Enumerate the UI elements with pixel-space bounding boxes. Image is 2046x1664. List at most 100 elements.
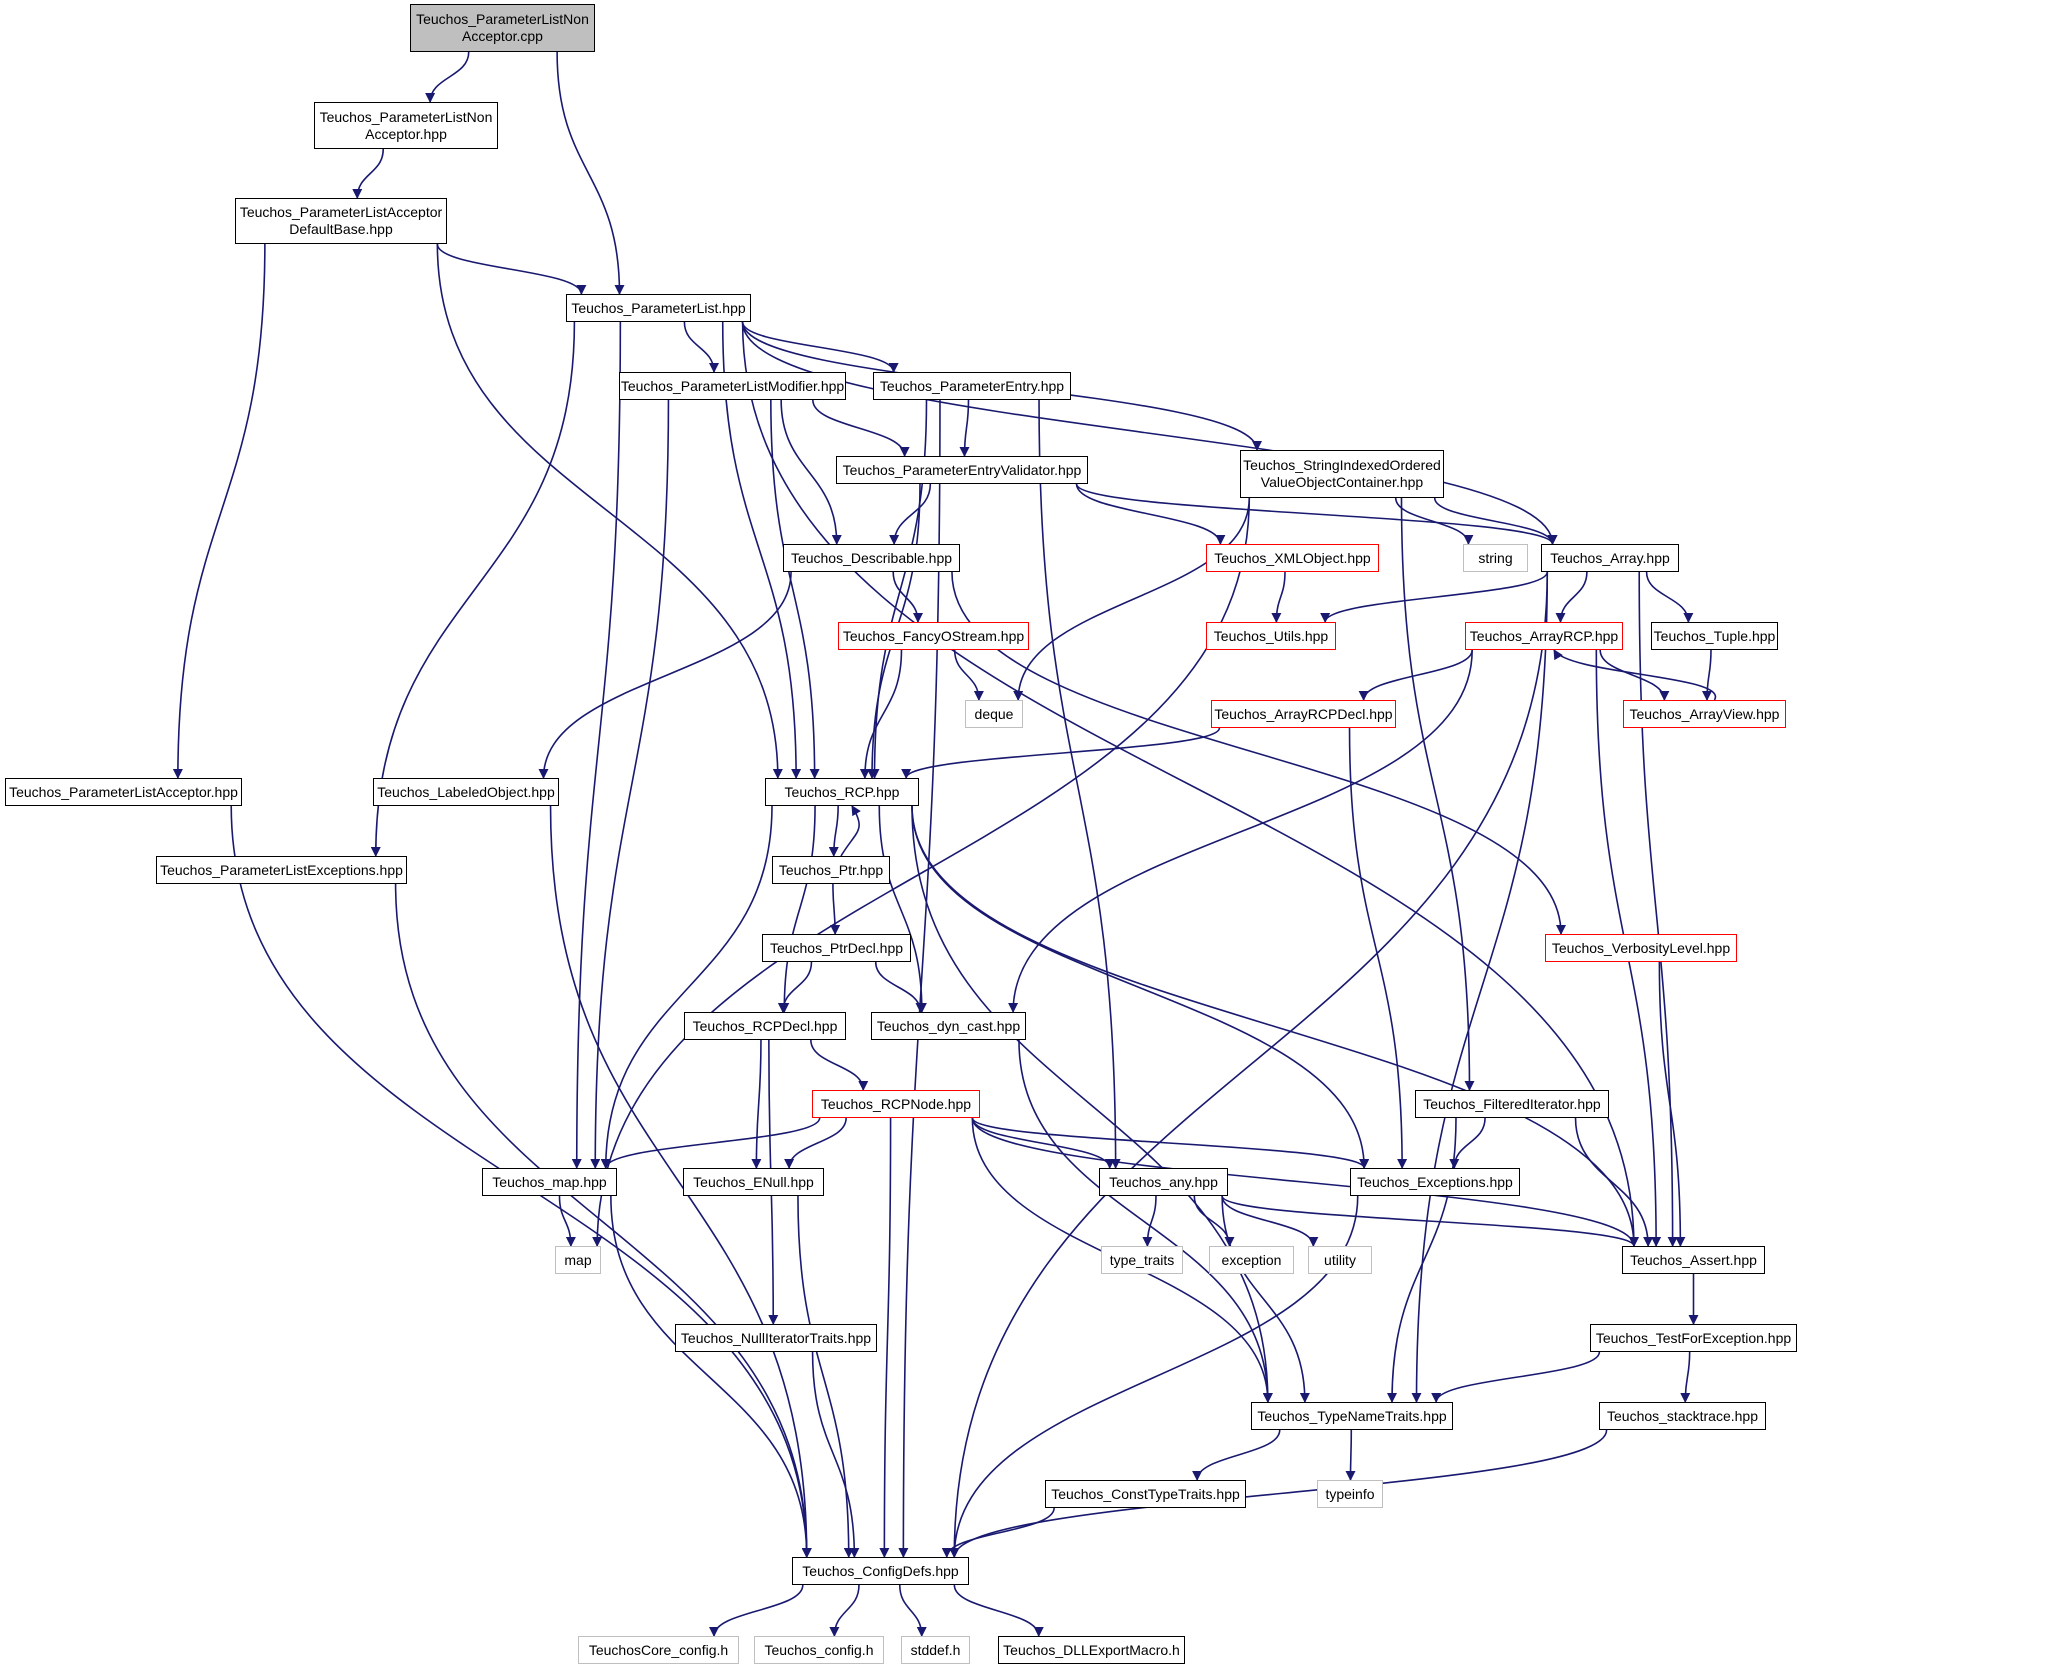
edge-pl-to-tmap bbox=[571, 321, 622, 1169]
node-nit[interactable]: Teuchos_NullIteratorTraits.hpp bbox=[675, 1324, 877, 1352]
edge-rcpn-to-exc bbox=[971, 1117, 1370, 1169]
edge-dync-to-tnt bbox=[1018, 1039, 1273, 1403]
node-plm[interactable]: Teuchos_ParameterListModifier.hpp bbox=[619, 372, 846, 400]
node-lo[interactable]: Teuchos_LabeledObject.hpp bbox=[373, 778, 559, 806]
edge-pe-to-cfg bbox=[898, 399, 941, 1558]
node-array[interactable]: Teuchos_Array.hpp bbox=[1541, 544, 1679, 572]
node-string: string bbox=[1463, 544, 1528, 572]
node-root[interactable]: Teuchos_ParameterListNon Acceptor.cpp bbox=[410, 4, 595, 52]
edge-siovoc-to-deque bbox=[1013, 497, 1251, 701]
edge-ptr-to-rcp bbox=[840, 805, 861, 857]
edge-pl-to-assert bbox=[741, 321, 1639, 1247]
edge-desc-to-lo bbox=[538, 571, 792, 779]
node-pe[interactable]: Teuchos_ParameterEntry.hpp bbox=[873, 372, 1071, 400]
node-dll[interactable]: Teuchos_DLLExportMacro.h bbox=[998, 1636, 1185, 1664]
edge-pladb-to-pl bbox=[436, 243, 587, 295]
node-assert[interactable]: Teuchos_Assert.hpp bbox=[1622, 1246, 1765, 1274]
edge-tnt-to-typeinfo bbox=[1345, 1429, 1356, 1481]
edge-arcpd-to-exc bbox=[1348, 727, 1408, 1169]
edge-pl-to-pe bbox=[741, 321, 899, 373]
node-plnah[interactable]: Teuchos_ParameterListNon Acceptor.hpp bbox=[314, 102, 498, 149]
edge-ptr-to-ptrd bbox=[830, 883, 841, 935]
edge-lo-to-cfg bbox=[549, 805, 812, 1558]
node-any[interactable]: Teuchos_any.hpp bbox=[1099, 1168, 1228, 1196]
node-rcpd[interactable]: Teuchos_RCPDecl.hpp bbox=[684, 1012, 846, 1040]
node-utils[interactable]: Teuchos_Utils.hpp bbox=[1206, 622, 1336, 650]
node-vl[interactable]: Teuchos_VerbosityLevel.hpp bbox=[1545, 934, 1737, 962]
edge-siovoc-to-fi bbox=[1400, 497, 1475, 1091]
node-rcp[interactable]: Teuchos_RCP.hpp bbox=[765, 778, 919, 806]
node-ptrd[interactable]: Teuchos_PtrDecl.hpp bbox=[762, 934, 911, 962]
edge-ptrd-to-rcpd bbox=[777, 961, 813, 1013]
edge-array-to-tuple bbox=[1645, 571, 1694, 623]
edge-tuple-to-aview bbox=[1702, 649, 1713, 701]
edge-stack-to-cfg bbox=[949, 1429, 1608, 1558]
edge-rcp-to-tmap bbox=[600, 805, 773, 1169]
node-xml[interactable]: Teuchos_XMLObject.hpp bbox=[1206, 544, 1379, 572]
edge-fos-to-rcp bbox=[859, 649, 903, 779]
edge-fos-to-deque bbox=[953, 649, 984, 701]
edge-plm-to-pev bbox=[812, 399, 910, 457]
node-utility: utility bbox=[1308, 1246, 1372, 1274]
edge-any-to-assert bbox=[1221, 1195, 1639, 1247]
node-dync[interactable]: Teuchos_dyn_cast.hpp bbox=[871, 1012, 1026, 1040]
edge-cfg-to-dll bbox=[953, 1584, 1044, 1637]
node-ple[interactable]: Teuchos_ParameterListExceptions.hpp bbox=[156, 856, 407, 884]
edge-siovoc-to-string bbox=[1394, 497, 1474, 545]
edge-array-to-arcp bbox=[1555, 571, 1588, 623]
node-tc: Teuchos_config.h bbox=[754, 1636, 884, 1664]
edge-plnah-to-pladb bbox=[352, 148, 385, 199]
edge-tmap-to-cfg bbox=[610, 1195, 812, 1558]
edge-any-to-tnt bbox=[1221, 1195, 1310, 1403]
edge-rcpn-to-enull bbox=[784, 1117, 847, 1169]
node-stack[interactable]: Teuchos_stacktrace.hpp bbox=[1599, 1402, 1766, 1430]
node-siovoc[interactable]: Teuchos_StringIndexedOrdered ValueObject… bbox=[1240, 450, 1444, 498]
node-enull[interactable]: Teuchos_ENull.hpp bbox=[683, 1168, 824, 1196]
node-desc[interactable]: Teuchos_Describable.hpp bbox=[783, 544, 960, 572]
node-typeinfo: typeinfo bbox=[1317, 1480, 1383, 1508]
edge-rcp-to-dync bbox=[878, 805, 927, 1013]
edge-fi-to-assert bbox=[1574, 1117, 1654, 1247]
node-tnt[interactable]: Teuchos_TypeNameTraits.hpp bbox=[1251, 1402, 1453, 1430]
node-fi[interactable]: Teuchos_FilteredIterator.hpp bbox=[1415, 1090, 1609, 1118]
edge-pe-to-any bbox=[1038, 399, 1121, 1169]
node-arcp[interactable]: Teuchos_ArrayRCP.hpp bbox=[1465, 622, 1623, 650]
node-pla[interactable]: Teuchos_ParameterListAcceptor.hpp bbox=[5, 778, 242, 806]
node-pladb[interactable]: Teuchos_ParameterListAcceptor DefaultBas… bbox=[235, 198, 447, 244]
node-cfg[interactable]: Teuchos_ConfigDefs.hpp bbox=[792, 1557, 969, 1585]
node-aview[interactable]: Teuchos_ArrayView.hpp bbox=[1623, 700, 1786, 728]
edge-cfg-to-tc bbox=[829, 1584, 860, 1637]
node-arcpd[interactable]: Teuchos_ArrayRCPDecl.hpp bbox=[1211, 700, 1396, 728]
edge-root-to-pl bbox=[556, 51, 625, 295]
node-rcpn[interactable]: Teuchos_RCPNode.hpp bbox=[812, 1090, 980, 1118]
node-ptr[interactable]: Teuchos_Ptr.hpp bbox=[772, 856, 890, 884]
edge-cfg-to-stddef bbox=[898, 1584, 927, 1637]
edge-rcpn-to-tmap bbox=[600, 1117, 821, 1169]
node-tt: type_traits bbox=[1101, 1246, 1183, 1274]
node-tmap[interactable]: Teuchos_map.hpp bbox=[482, 1168, 617, 1196]
node-exc[interactable]: Teuchos_Exceptions.hpp bbox=[1350, 1168, 1520, 1196]
edge-pl-to-ple bbox=[370, 321, 576, 857]
edge-rcpn-to-cfg bbox=[879, 1117, 892, 1558]
node-stddef: stddef.h bbox=[901, 1636, 970, 1664]
node-pl[interactable]: Teuchos_ParameterList.hpp bbox=[566, 294, 751, 322]
node-fos[interactable]: Teuchos_FancyOStream.hpp bbox=[838, 622, 1029, 650]
edge-any-to-utility bbox=[1221, 1195, 1319, 1247]
edge-rcpd-to-rcpn bbox=[810, 1039, 869, 1091]
edge-plm-to-rcp bbox=[770, 399, 820, 779]
edge-nit-to-cfg bbox=[811, 1351, 860, 1558]
edge-pladb-to-pla bbox=[172, 243, 266, 779]
node-exception: exception bbox=[1209, 1246, 1294, 1274]
edge-pl-to-plm bbox=[683, 321, 719, 373]
edge-tfe-to-stack bbox=[1680, 1351, 1691, 1403]
node-tfe[interactable]: Teuchos_TestForException.hpp bbox=[1590, 1324, 1797, 1352]
edge-array-to-assert bbox=[1638, 571, 1678, 1247]
edge-tfe-to-tnt bbox=[1431, 1351, 1601, 1403]
edge-array-to-tnt bbox=[1411, 571, 1549, 1403]
edge-ctt-to-cfg bbox=[941, 1507, 1055, 1558]
node-tuple[interactable]: Teuchos_Tuple.hpp bbox=[1651, 622, 1778, 650]
node-pev[interactable]: Teuchos_ParameterEntryValidator.hpp bbox=[836, 456, 1088, 484]
edge-rcp-to-tnt bbox=[911, 805, 1273, 1403]
node-ctt[interactable]: Teuchos_ConstTypeTraits.hpp bbox=[1045, 1480, 1246, 1508]
edge-aview-to-arcp bbox=[1553, 649, 1717, 701]
